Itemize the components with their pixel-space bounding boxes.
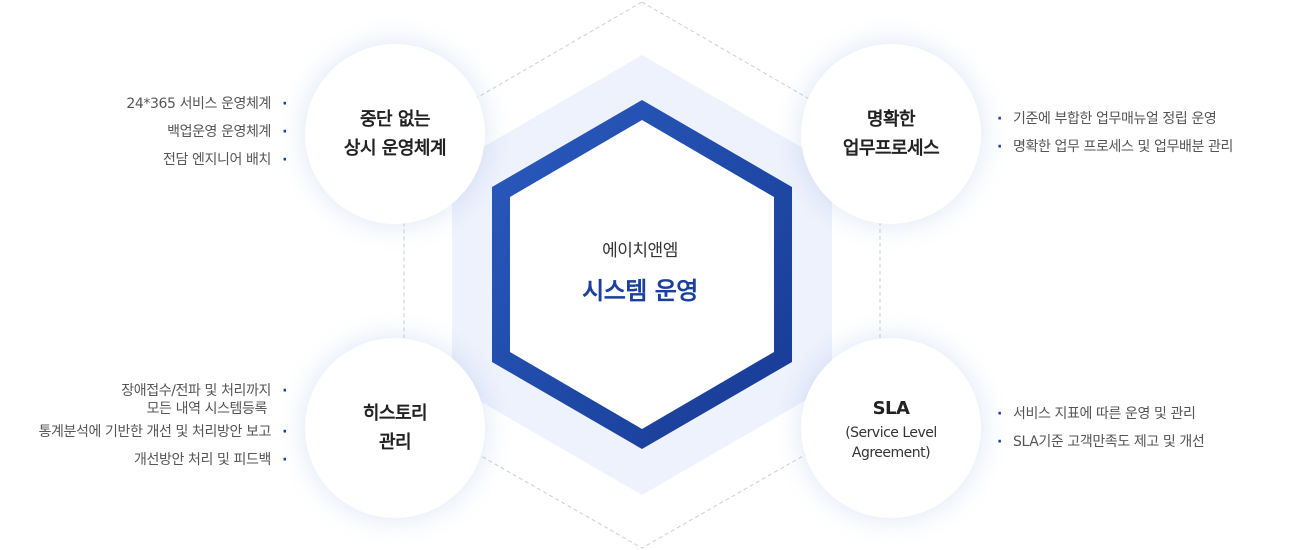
list-item: · 서비스 지표에 따른 운영 및 관리 xyxy=(997,400,1204,428)
node-title-line1: 중단 없는 xyxy=(359,109,431,130)
list-item-text: 모든 내역 시스템등록 xyxy=(146,401,268,417)
bullet-icon: · xyxy=(282,152,287,168)
list-item-text: 24*365 서비스 운영체계 xyxy=(126,96,271,112)
node-title-line2: 업무프로세스 xyxy=(842,138,940,159)
list-item-text: 전담 엔지니어 배치 xyxy=(163,152,271,168)
node-title: SLA xyxy=(872,397,910,419)
node-title-line2: 관리 xyxy=(378,432,412,453)
center-subtitle: 에이치앤엠 xyxy=(602,241,678,261)
list-item-continuation: 모든 내역 시스템등록 xyxy=(39,400,287,418)
center-label: 에이치앤엠 시스템 운영 xyxy=(540,240,740,306)
node-title-line1: 명확한 xyxy=(866,109,916,130)
list-item-text: 백업운영 운영체계 xyxy=(167,124,271,140)
list-item: 전담 엔지니어 배치 · xyxy=(126,146,287,174)
node-bottom-left: 히스토리 관리 xyxy=(305,338,485,518)
bullet-icon: · xyxy=(997,111,1002,127)
list-bottom-right: · 서비스 지표에 따른 운영 및 관리 · SLA기준 고객만족도 제고 및 개선 xyxy=(997,400,1205,456)
node-title-line1: 히스토리 xyxy=(362,403,428,424)
node-subtitle-line2: Agreement) xyxy=(851,444,931,461)
list-item-text: 장애접수/전파 및 처리까지 xyxy=(121,383,271,399)
list-bottom-left: 장애접수/전파 및 처리까지 · 모든 내역 시스템등록 통계분석에 기반한 개선… xyxy=(38,378,288,474)
bullet-icon: · xyxy=(997,406,1002,422)
list-item-text: 명확한 업무 프로세스 및 업무배분 관리 xyxy=(1013,139,1233,155)
list-item: 개선방안 처리 및 피드백 · xyxy=(39,446,287,474)
list-item: 장애접수/전파 및 처리까지 · xyxy=(39,382,287,400)
list-item-text: 기준에 부합한 업무매뉴얼 정립 운영 xyxy=(1013,111,1217,127)
list-item: 24*365 서비스 운영체계 · xyxy=(126,90,287,118)
list-item: · 명확한 업무 프로세스 및 업무배분 관리 xyxy=(997,133,1233,161)
list-top-left: 24*365 서비스 운영체계 · 백업운영 운영체계 · 전담 엔지니어 배치 · xyxy=(126,90,287,174)
bullet-icon: · xyxy=(282,452,287,468)
list-top-right: · 기준에 부합한 업무매뉴얼 정립 운영 · 명확한 업무 프로세스 및 업무배분… xyxy=(997,105,1233,161)
bullet-icon: · xyxy=(282,383,287,399)
node-bottom-right: SLA (Service Level Agreement) xyxy=(801,338,981,518)
list-item: · SLA기준 고객만족도 제고 및 개선 xyxy=(997,428,1205,456)
bullet-icon: · xyxy=(282,424,287,440)
node-top-right: 명확한 업무프로세스 xyxy=(801,44,981,224)
list-item-text: 통계분석에 기반한 개선 및 처리방안 보고 xyxy=(38,424,272,440)
bullet-icon: · xyxy=(997,434,1002,450)
center-title: 시스템 운영 xyxy=(582,277,698,305)
node-title-line2: 상시 운영체계 xyxy=(343,138,447,159)
list-item: 백업운영 운영체계 · xyxy=(126,118,287,146)
node-subtitle-line1: (Service Level xyxy=(845,424,937,441)
list-item-text: SLA기준 고객만족도 제고 및 개선 xyxy=(1013,434,1205,450)
node-top-left: 중단 없는 상시 운영체계 xyxy=(305,44,485,224)
bullet-icon: · xyxy=(282,96,287,112)
bullet-icon: · xyxy=(997,139,1002,155)
bullet-icon: · xyxy=(282,124,287,140)
list-item-text: 개선방안 처리 및 피드백 xyxy=(134,452,271,468)
hexagon-inner xyxy=(510,120,774,429)
list-item: · 기준에 부합한 업무매뉴얼 정립 운영 xyxy=(997,105,1233,133)
list-item-text: 서비스 지표에 따른 운영 및 관리 xyxy=(1013,406,1196,422)
list-item: 통계분석에 기반한 개선 및 처리방안 보고 · xyxy=(38,418,288,446)
